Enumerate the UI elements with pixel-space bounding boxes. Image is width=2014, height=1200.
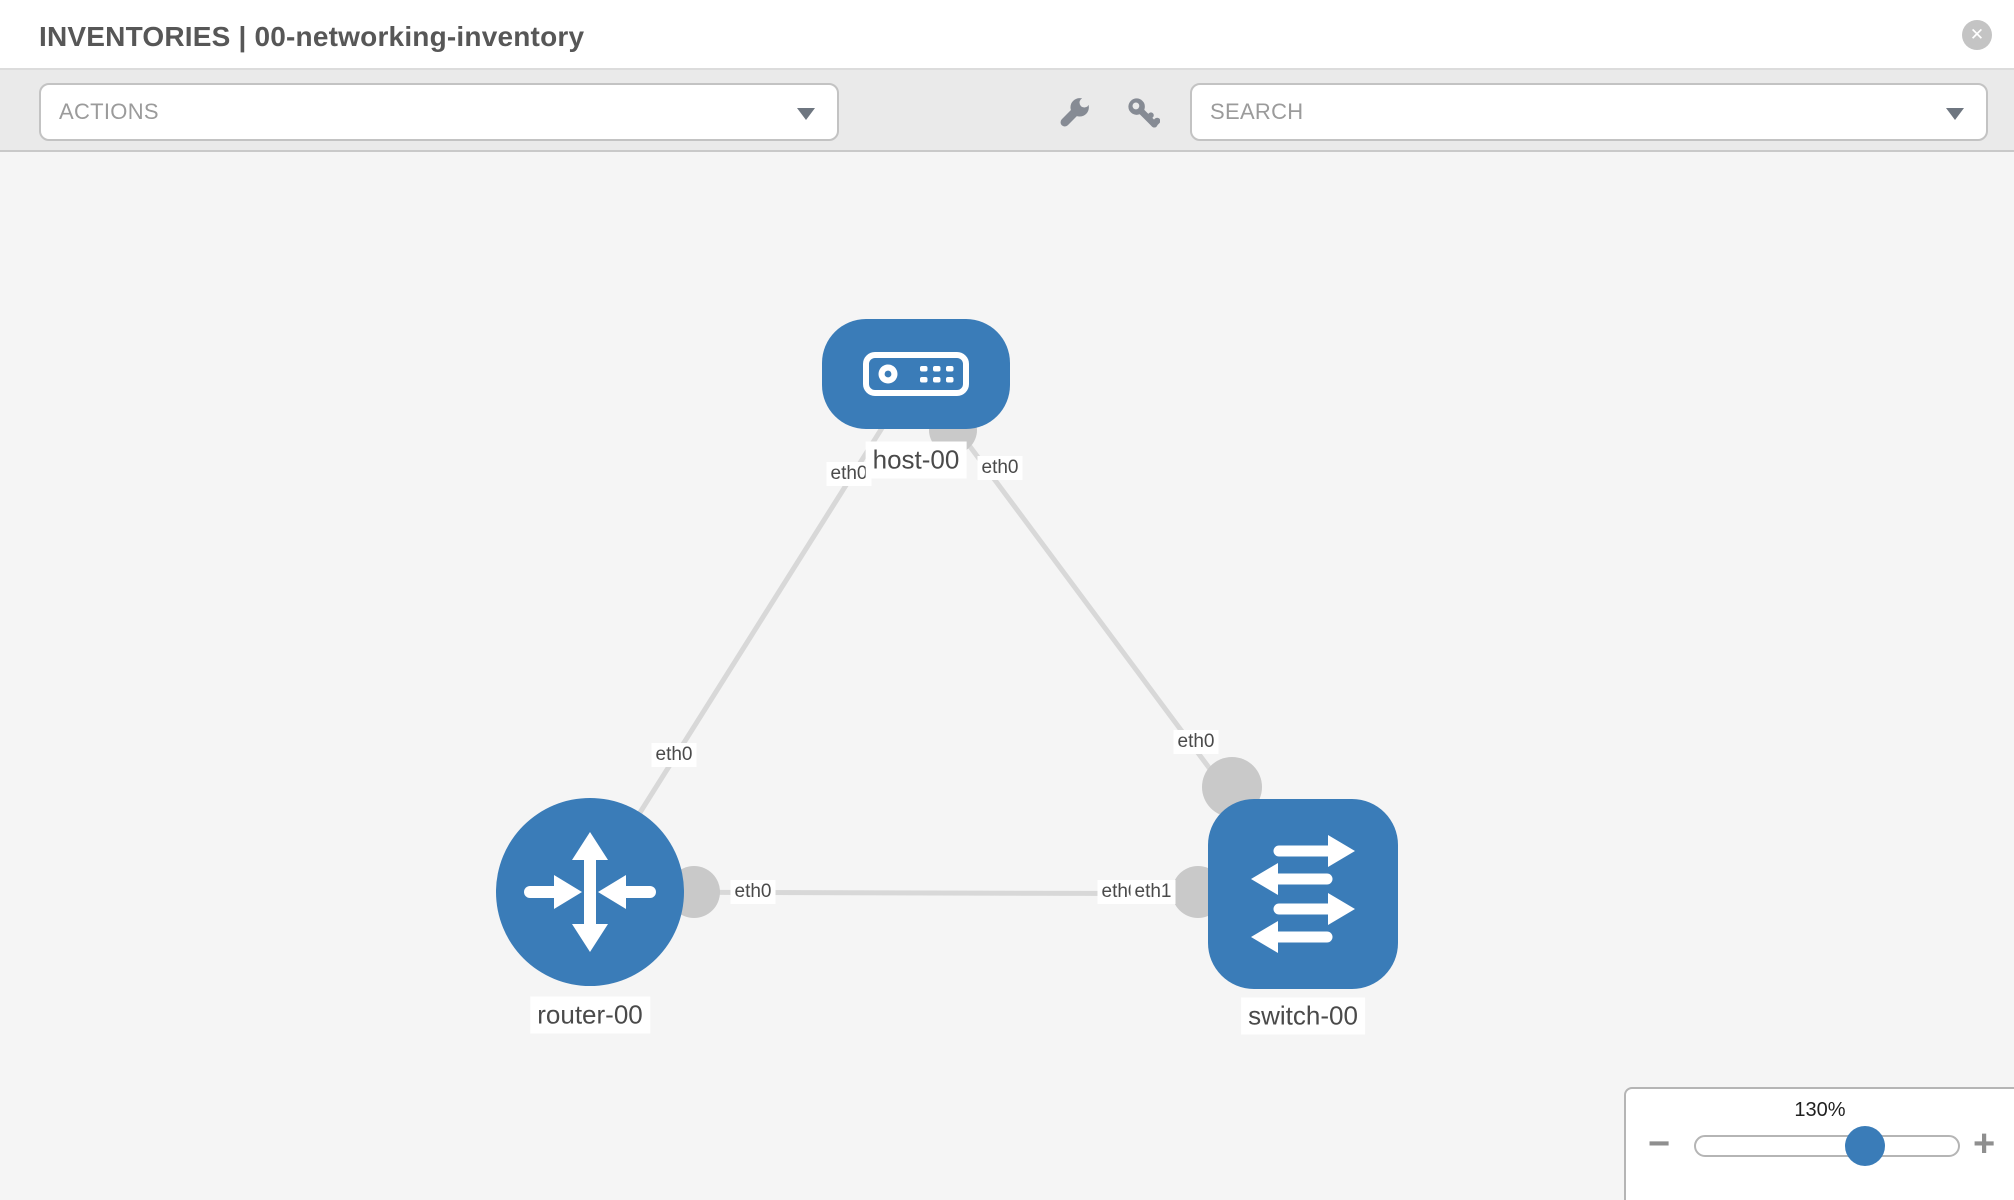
node-host-00[interactable] xyxy=(822,319,1010,429)
interface-label-host-eth0-left: eth0 xyxy=(826,462,872,486)
switch-icon xyxy=(1251,835,1355,953)
interface-label-host-eth0-right: eth0 xyxy=(977,456,1023,480)
node-label-host-00: host-00 xyxy=(865,441,967,479)
router-icon xyxy=(524,832,656,952)
toolbar: ACTIONS SEARCH xyxy=(0,70,2014,152)
page-title: INVENTORIES | 00-networking-inventory xyxy=(39,21,585,52)
key-icon[interactable] xyxy=(1126,96,1160,130)
chevron-down-icon xyxy=(797,108,815,120)
actions-dropdown[interactable]: ACTIONS xyxy=(39,83,839,141)
node-switch-00[interactable] xyxy=(1208,799,1398,989)
header-bar: INVENTORIES | 00-networking-inventory ✕ xyxy=(0,0,2014,70)
link-host-router xyxy=(587,372,919,894)
node-label-switch-00: switch-00 xyxy=(1241,997,1365,1035)
topology-graph xyxy=(496,319,1398,989)
actions-dropdown-label: ACTIONS xyxy=(59,99,159,124)
interface-label-router-eth0-right: eth0 xyxy=(730,880,776,904)
zoom-panel: 130% − + xyxy=(1624,1087,2014,1200)
interface-label-router-eth0-top: eth0 xyxy=(651,743,697,767)
search-input[interactable]: SEARCH xyxy=(1210,99,1304,124)
interface-label-switch-eth1: eth1 xyxy=(1130,880,1176,904)
zoom-level-value: 130% xyxy=(1794,1099,1846,1121)
interface-ports xyxy=(668,406,1262,918)
interface-label-switch-eth0-top: eth0 xyxy=(1173,730,1219,754)
topology-canvas[interactable]: eth0 eth0 eth0 eth0 eth0 eth0 eth1 host-… xyxy=(0,154,2014,1200)
node-router-00[interactable] xyxy=(496,798,684,986)
zoom-slider-thumb[interactable] xyxy=(1845,1126,1885,1166)
zoom-out-button[interactable]: − xyxy=(1648,1123,1671,1165)
host-icon xyxy=(863,352,969,396)
close-icon[interactable]: ✕ xyxy=(1962,20,1992,50)
wrench-icon[interactable] xyxy=(1057,96,1091,130)
zoom-slider-track[interactable] xyxy=(1694,1135,1960,1157)
search-dropdown[interactable]: SEARCH xyxy=(1190,83,1988,141)
node-label-router-00: router-00 xyxy=(530,996,650,1034)
chevron-down-icon xyxy=(1946,108,1964,120)
zoom-in-button[interactable]: + xyxy=(1973,1123,1996,1165)
